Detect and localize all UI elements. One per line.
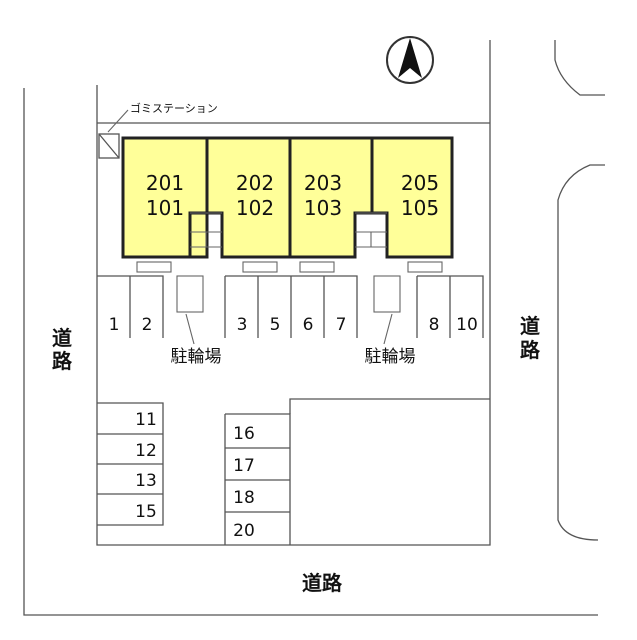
stall-13: 13: [135, 471, 157, 491]
road-labels: 道 路 道 路 道路: [52, 314, 541, 595]
stall-10: 10: [456, 315, 478, 335]
road-right-char-1: 道: [520, 314, 540, 338]
building: 201 101 202 102 203 103 205 105: [121, 136, 454, 273]
stall-5: 5: [270, 315, 281, 335]
parking-middle: 16 17 18 20: [224, 398, 490, 545]
stall-7: 7: [336, 315, 347, 335]
unit-101-label: 101: [146, 196, 184, 220]
stall-2: 2: [142, 315, 153, 335]
stall-11: 11: [135, 410, 157, 430]
stall-3: 3: [237, 315, 248, 335]
unit-102-label: 102: [236, 196, 274, 220]
road-right-char-2: 路: [520, 338, 541, 362]
garbage-station: ゴミステーション: [98, 101, 218, 159]
bicycle-parking-right-label: 駐輪場: [365, 347, 416, 367]
unit-202-label: 202: [236, 171, 274, 195]
stall-12: 12: [135, 441, 157, 461]
garbage-station-label: ゴミステーション: [130, 101, 218, 115]
unit-103-label: 103: [304, 196, 342, 220]
stall-1: 1: [109, 315, 120, 335]
stall-8: 8: [429, 315, 440, 335]
bicycle-parking-left: 駐輪場: [171, 275, 222, 367]
road-left-char-2: 路: [52, 349, 73, 373]
unit-205-label: 205: [401, 171, 439, 195]
road-left-char-1: 道: [52, 326, 72, 350]
stall-6: 6: [303, 315, 314, 335]
parking-top: 1 2 3 5 6 7 8 10: [97, 275, 484, 338]
unit-105-label: 105: [401, 196, 439, 220]
road-bottom: 道路: [302, 571, 343, 595]
unit-201-label: 201: [146, 171, 184, 195]
stall-16: 16: [233, 424, 255, 444]
bicycle-parking-right: 駐輪場: [365, 275, 416, 367]
stall-17: 17: [233, 456, 255, 476]
bicycle-parking-left-label: 駐輪場: [171, 347, 222, 367]
north-arrow-icon: [386, 36, 434, 84]
stall-15: 15: [135, 502, 157, 522]
unit-203-label: 203: [304, 171, 342, 195]
stall-20: 20: [233, 521, 255, 541]
site-boundary: [23, 40, 605, 616]
stall-18: 18: [233, 488, 255, 508]
parking-left: 11 12 13 15: [97, 402, 164, 526]
